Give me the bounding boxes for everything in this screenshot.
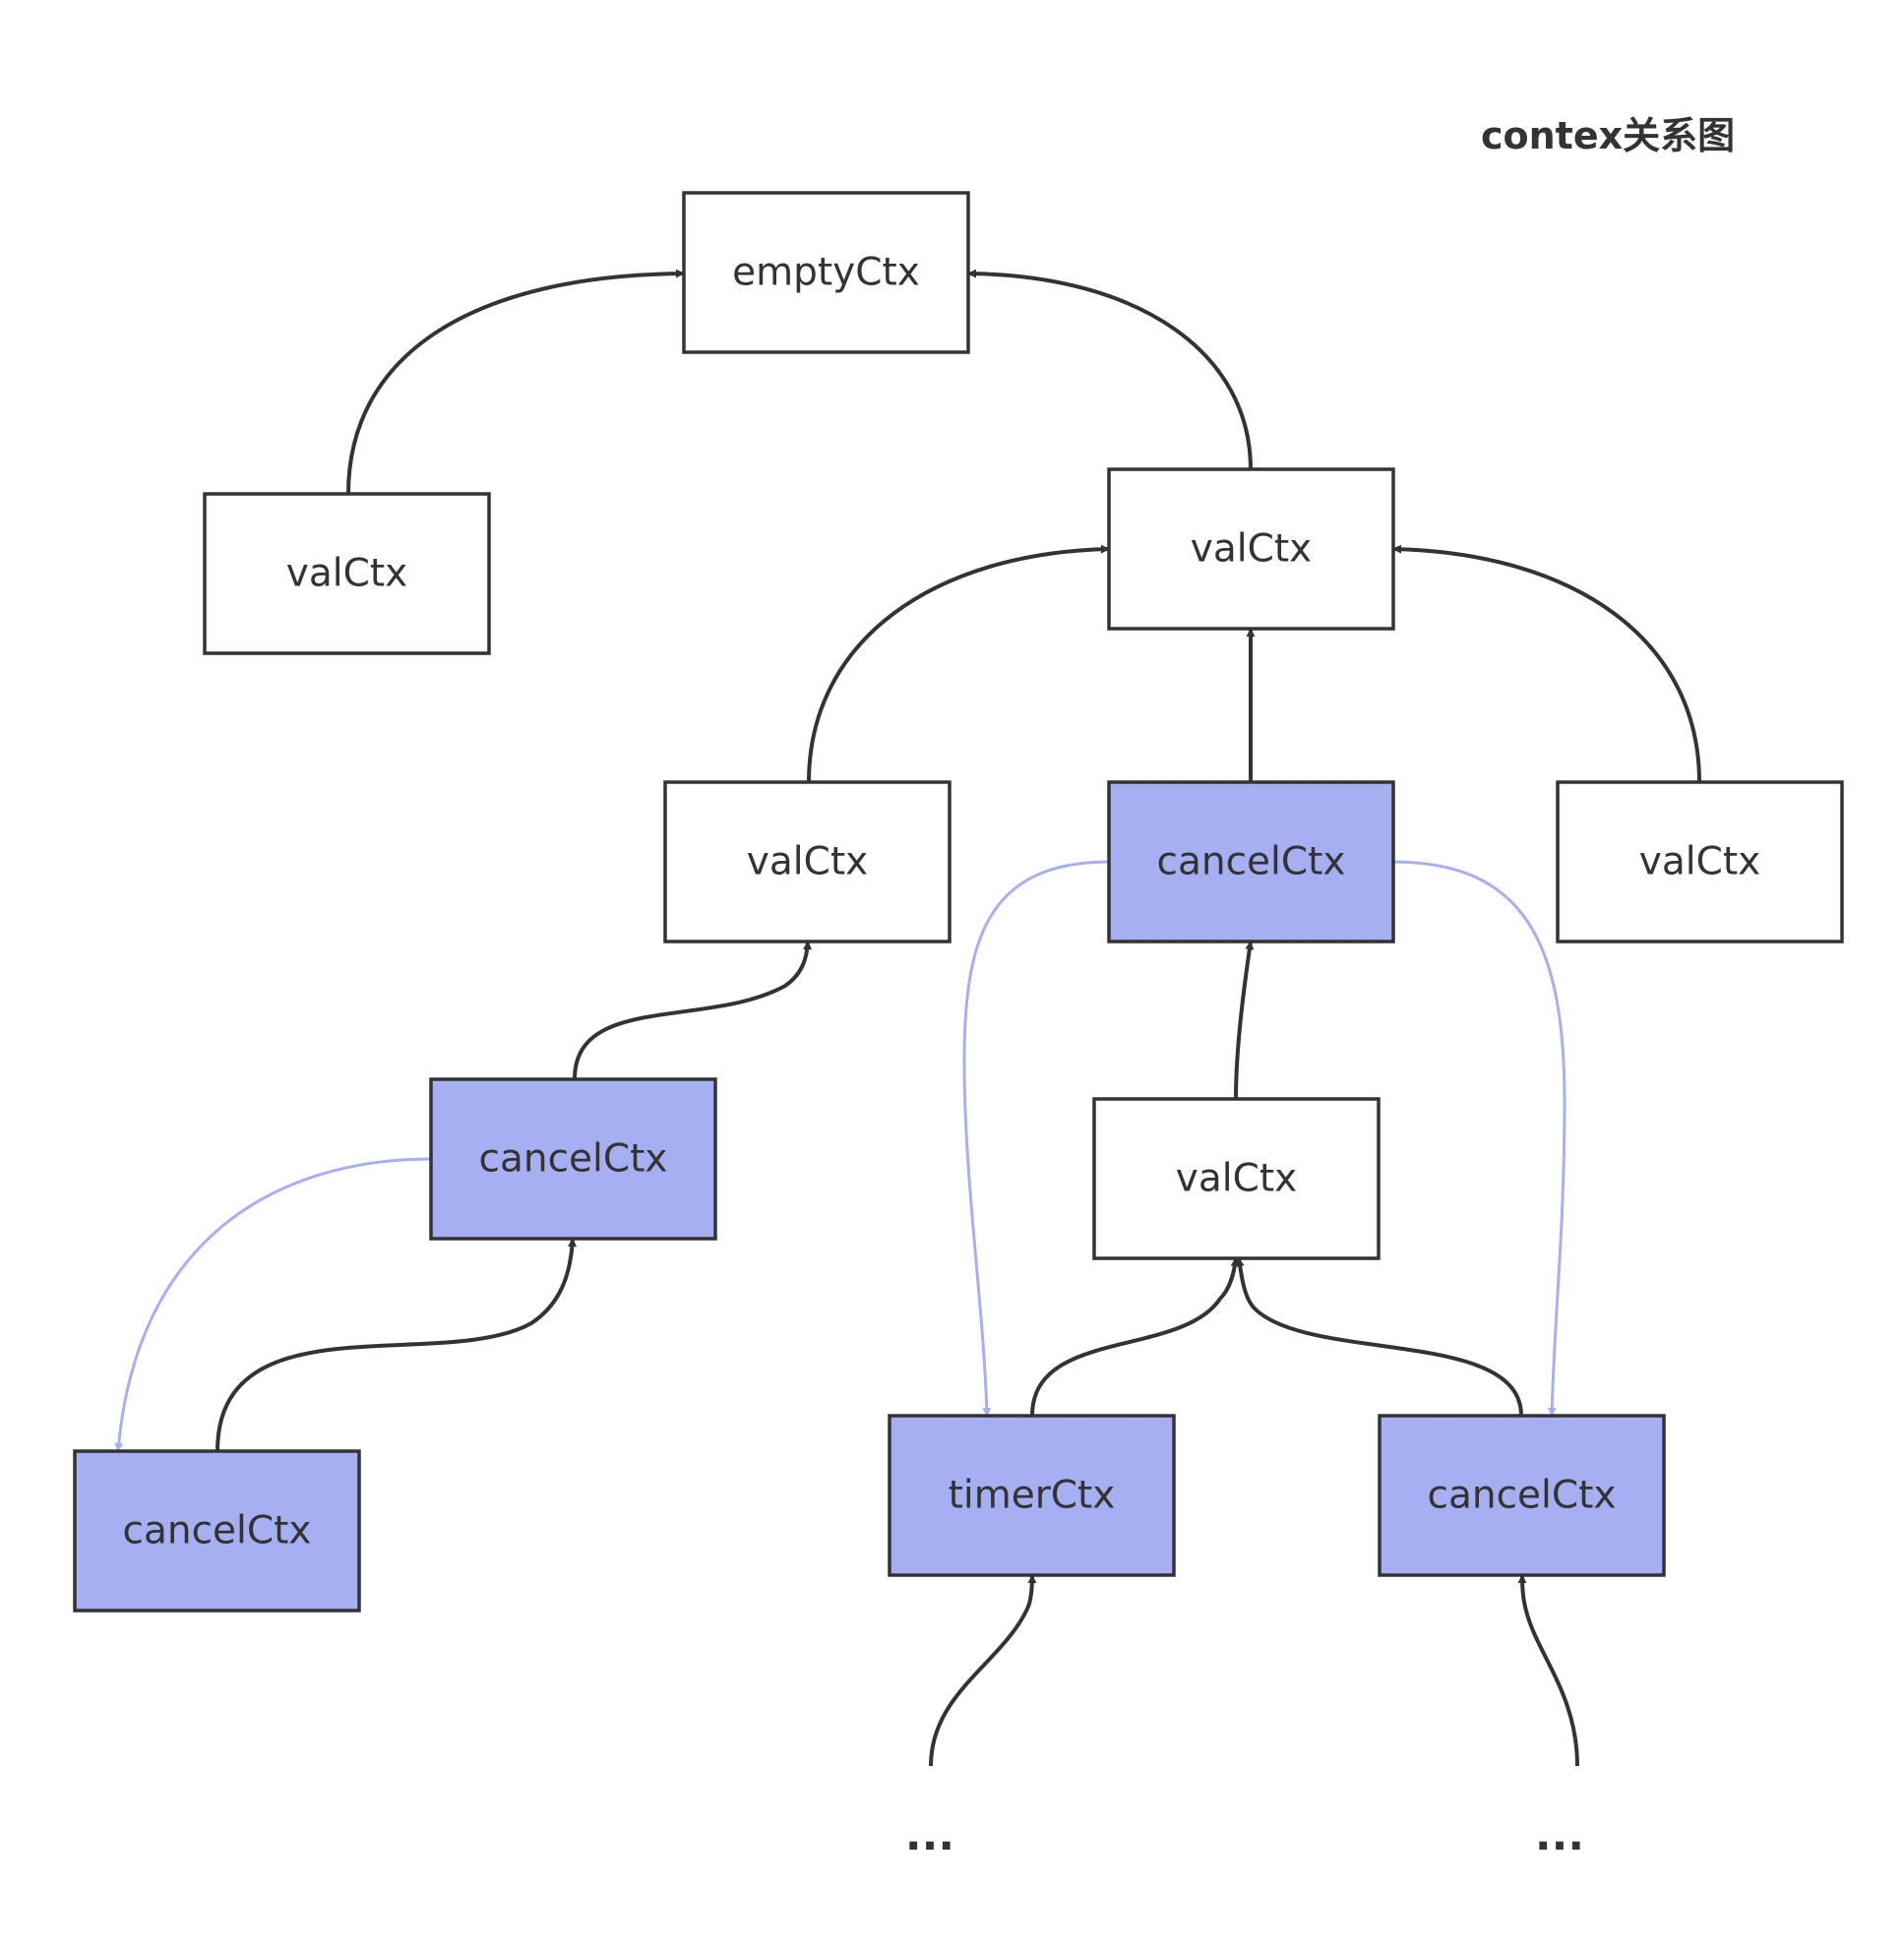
node-val-mid-right: valCtx xyxy=(1556,780,1844,944)
node-box xyxy=(1378,1414,1666,1577)
node-label: valCtx xyxy=(286,552,407,596)
edge-cancel_mid-to-timer xyxy=(962,860,1110,1417)
diagram-title: contex关系图 xyxy=(1481,114,1735,157)
node-label: cancelCtx xyxy=(123,1509,312,1553)
node-cancel-bottom-right: cancelCtx xyxy=(1378,1414,1666,1577)
ellipsis-more-right: ... xyxy=(1535,1810,1584,1860)
nodes-layer: emptyCtx valCtx valCtx valCtx cancelCtx valCt… xyxy=(73,191,1844,1860)
edge-timer-to-val_center xyxy=(1030,1257,1240,1417)
node-cancel-mid: cancelCtx xyxy=(1107,780,1395,944)
edge-val_mid_right-to-val_top xyxy=(1392,544,1701,783)
edge-val_mid_left-to-val_top xyxy=(807,544,1110,783)
node-box xyxy=(663,780,952,944)
edge-cancel_mid-to-cancel_bottom_right xyxy=(1392,860,1566,1417)
node-val-top: valCtx xyxy=(1107,467,1395,631)
edge-more_left-to-timer xyxy=(929,1574,1037,1767)
node-label: cancelCtx xyxy=(1157,840,1346,884)
edges-layer xyxy=(114,269,1701,1767)
node-box xyxy=(203,492,491,655)
node-box xyxy=(429,1077,717,1241)
node-box xyxy=(1107,780,1395,944)
node-timer: timerCtx xyxy=(888,1414,1176,1577)
edge-more_right-to-cancel_bottom_right xyxy=(1517,1574,1579,1767)
node-box xyxy=(1092,1097,1381,1260)
node-box xyxy=(73,1449,361,1613)
node-val-mid-left: valCtx xyxy=(663,780,952,944)
node-label: cancelCtx xyxy=(479,1137,668,1182)
node-label: valCtx xyxy=(747,840,868,884)
node-val-center: valCtx xyxy=(1092,1097,1381,1260)
node-cancel-left: cancelCtx xyxy=(429,1077,717,1241)
edge-val_left-to-empty xyxy=(346,269,685,495)
edge-val_center-to-cancel_mid xyxy=(1234,941,1255,1100)
node-label: cancelCtx xyxy=(1428,1474,1617,1518)
edge-cancel_left-to-val_mid_left xyxy=(573,941,813,1080)
edge-cancel_left-to-cancel_bottom_left xyxy=(114,1157,432,1452)
node-label: timerCtx xyxy=(949,1474,1116,1518)
edge-cancel_bottom_right-to-val_center xyxy=(1235,1257,1523,1417)
node-box xyxy=(682,191,970,354)
node-label: valCtx xyxy=(1639,840,1760,884)
node-label: valCtx xyxy=(1191,527,1312,572)
node-box xyxy=(1107,467,1395,631)
node-box xyxy=(888,1414,1176,1577)
ellipsis-more-left: ... xyxy=(905,1810,954,1860)
node-val-left: valCtx xyxy=(203,492,491,655)
edge-val_top-to-empty xyxy=(967,269,1253,470)
node-label: valCtx xyxy=(1176,1157,1297,1201)
node-label: emptyCtx xyxy=(732,251,920,295)
node-cancel-bottom-left: cancelCtx xyxy=(73,1449,361,1613)
node-empty: emptyCtx xyxy=(682,191,970,354)
node-box xyxy=(1556,780,1844,944)
edge-cancel_bottom_left-to-cancel_left xyxy=(215,1238,578,1452)
